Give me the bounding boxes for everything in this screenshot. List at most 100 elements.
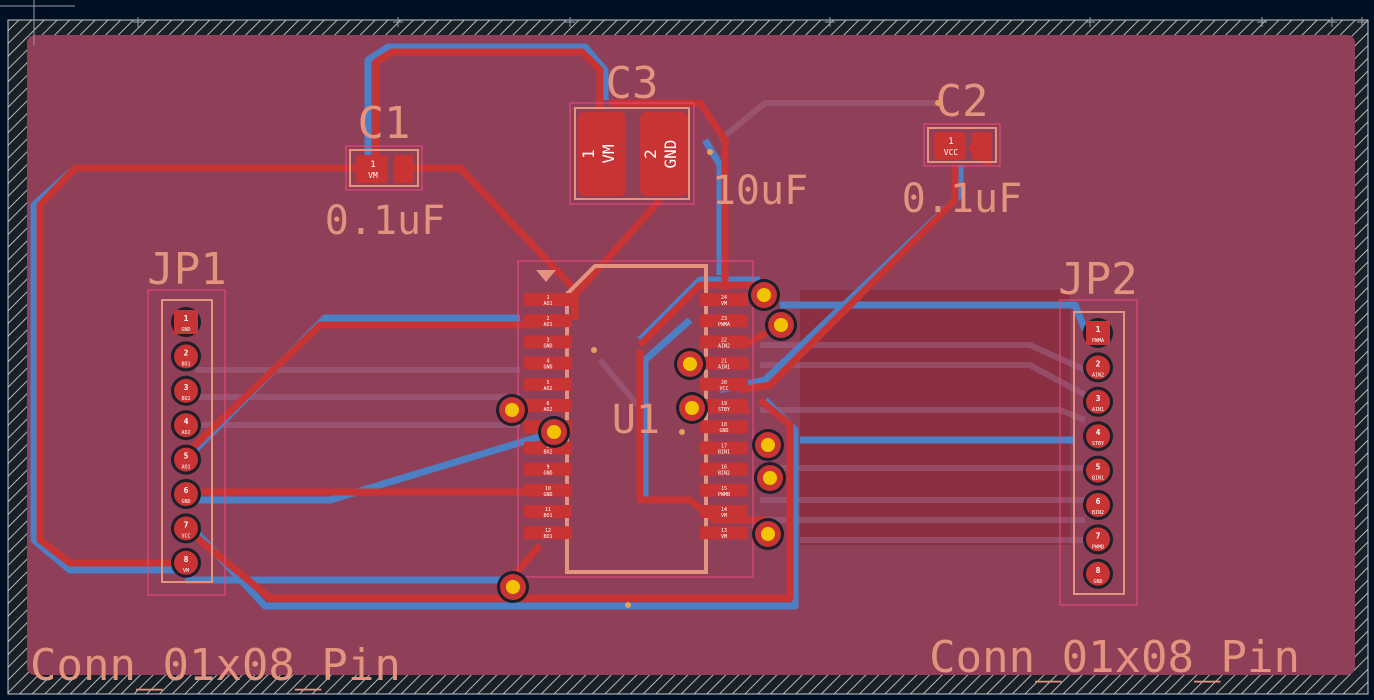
u1-pad-13-net: VM <box>721 534 727 540</box>
via[interactable] <box>497 571 529 603</box>
via-drill <box>685 401 699 415</box>
jp2-pin-6-number: 6 <box>1096 497 1101 506</box>
u1-pad-14-number: 14 <box>721 507 727 513</box>
via[interactable] <box>674 348 706 380</box>
jp2-reference: JP2 <box>1058 254 1137 305</box>
c1-pad-1[interactable] <box>356 155 388 183</box>
capacitor-c3[interactable]: 1 VM 2 GND C3 10uF <box>569 58 808 214</box>
u1-pad-3-number: 3 <box>546 337 549 343</box>
c3-pad-2[interactable] <box>640 112 688 196</box>
via[interactable] <box>748 279 780 311</box>
capacitor-c1[interactable]: 1 VM C1 0.1uF <box>325 98 445 244</box>
via[interactable] <box>754 462 786 494</box>
c2-pad-2[interactable] <box>972 132 992 160</box>
capacitor-c2[interactable]: 1 VCC C2 0.1uF <box>902 76 1022 222</box>
jp2-value: Conn_01x08_Pin <box>929 632 1300 683</box>
c1-pad-2[interactable] <box>394 155 414 183</box>
via[interactable] <box>496 394 528 426</box>
jp1-pin-8[interactable]: 8VM <box>171 547 201 578</box>
u1-pad-20-copper <box>700 377 748 391</box>
u1-pad-23-number: 23 <box>721 316 727 322</box>
jp1-pin-7-pad <box>174 516 198 541</box>
jp2-pin-1-net: PWMA <box>1092 338 1104 344</box>
jp2-pin-5-number: 5 <box>1096 463 1101 472</box>
via[interactable] <box>765 309 797 341</box>
jp1-courtyard <box>147 289 226 596</box>
u1-pad-15-copper <box>700 483 748 497</box>
u1-pad-11-net: BO1 <box>543 513 552 519</box>
jp2-pin-4-pad <box>1086 424 1110 449</box>
ic-u1[interactable]: U1 1AO12AO13GND4GND5AO26AO27BO28BO29GND1… <box>517 260 754 578</box>
u1-pad-23-net: PWMA <box>718 322 730 328</box>
jp2-pin-3-pad <box>1086 389 1110 414</box>
u1-pad-13-number: 13 <box>721 528 727 534</box>
u1-pad-16-copper <box>700 462 748 476</box>
u1-pad-21-net: AIN1 <box>718 365 730 371</box>
c3-courtyard <box>569 102 695 205</box>
via[interactable] <box>752 429 784 461</box>
u1-reference: U1 <box>612 397 660 443</box>
jp1-pin-1-square-pad <box>174 310 198 334</box>
c2-reference: C2 <box>936 76 989 127</box>
u1-pad-4-copper <box>524 356 572 370</box>
via[interactable] <box>752 518 784 550</box>
jp2-pin-3-number: 3 <box>1096 394 1101 403</box>
c2-pad-1[interactable] <box>934 132 966 160</box>
jp2-pin-6-net: BIN2 <box>1092 510 1104 516</box>
board-outline <box>7 19 1369 695</box>
c3-pad-1[interactable] <box>578 112 626 196</box>
via[interactable] <box>676 392 708 424</box>
via[interactable] <box>538 416 570 448</box>
via-drill <box>761 438 775 452</box>
c2-silk-outline <box>927 127 997 163</box>
u1-pad-22-net: AIN2 <box>718 343 730 349</box>
via-drill <box>774 318 788 332</box>
u1-pin1-marker <box>536 270 556 282</box>
jp2-pin-5-pad <box>1086 458 1110 483</box>
c2-value: 0.1uF <box>902 176 1022 222</box>
c1-value: 0.1uF <box>325 198 445 244</box>
u1-pad-19-number: 19 <box>721 401 727 407</box>
u1-pad-4-net: GND <box>543 365 552 371</box>
